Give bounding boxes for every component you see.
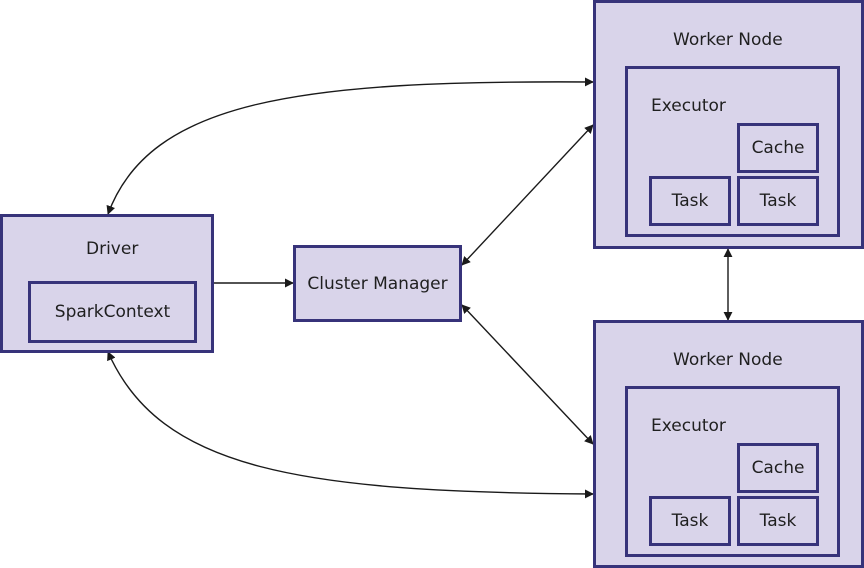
spark-context-label: SparkContext [54, 302, 171, 322]
cache-box: Cache [737, 123, 819, 173]
arrow-cluster-manager-worker1 [461, 124, 594, 266]
cluster-manager-label: Cluster Manager [307, 273, 448, 294]
cache-label: Cache [751, 138, 805, 158]
executor-title: Executor [651, 416, 726, 436]
task-label: Task [671, 511, 709, 531]
task-label: Task [759, 511, 797, 531]
executor-box: Executor Cache Task Task [625, 386, 840, 557]
driver-title: Driver [86, 239, 139, 259]
task-label: Task [759, 191, 797, 211]
arrow-driver-worker2 [107, 351, 594, 499]
task-label: Task [671, 191, 709, 211]
worker-node-title: Worker Node [673, 350, 783, 370]
arrow-driver-worker1 [106, 77, 594, 215]
task-box-1: Task [649, 496, 731, 546]
cache-box: Cache [737, 443, 819, 493]
worker-node-title: Worker Node [673, 30, 783, 50]
arrow-cluster-manager-worker2 [461, 304, 594, 445]
spark-context-box: SparkContext [28, 281, 197, 343]
driver-box: Driver SparkContext [0, 214, 214, 353]
worker-node-2: Worker Node Executor Cache Task Task [593, 320, 864, 568]
executor-title: Executor [651, 96, 726, 116]
cache-label: Cache [751, 458, 805, 478]
task-box-2: Task [737, 496, 819, 546]
cluster-manager-box: Cluster Manager [293, 245, 462, 322]
executor-box: Executor Cache Task Task [625, 66, 840, 237]
worker-node-1: Worker Node Executor Cache Task Task [593, 0, 864, 249]
task-box-1: Task [649, 176, 731, 226]
task-box-2: Task [737, 176, 819, 226]
